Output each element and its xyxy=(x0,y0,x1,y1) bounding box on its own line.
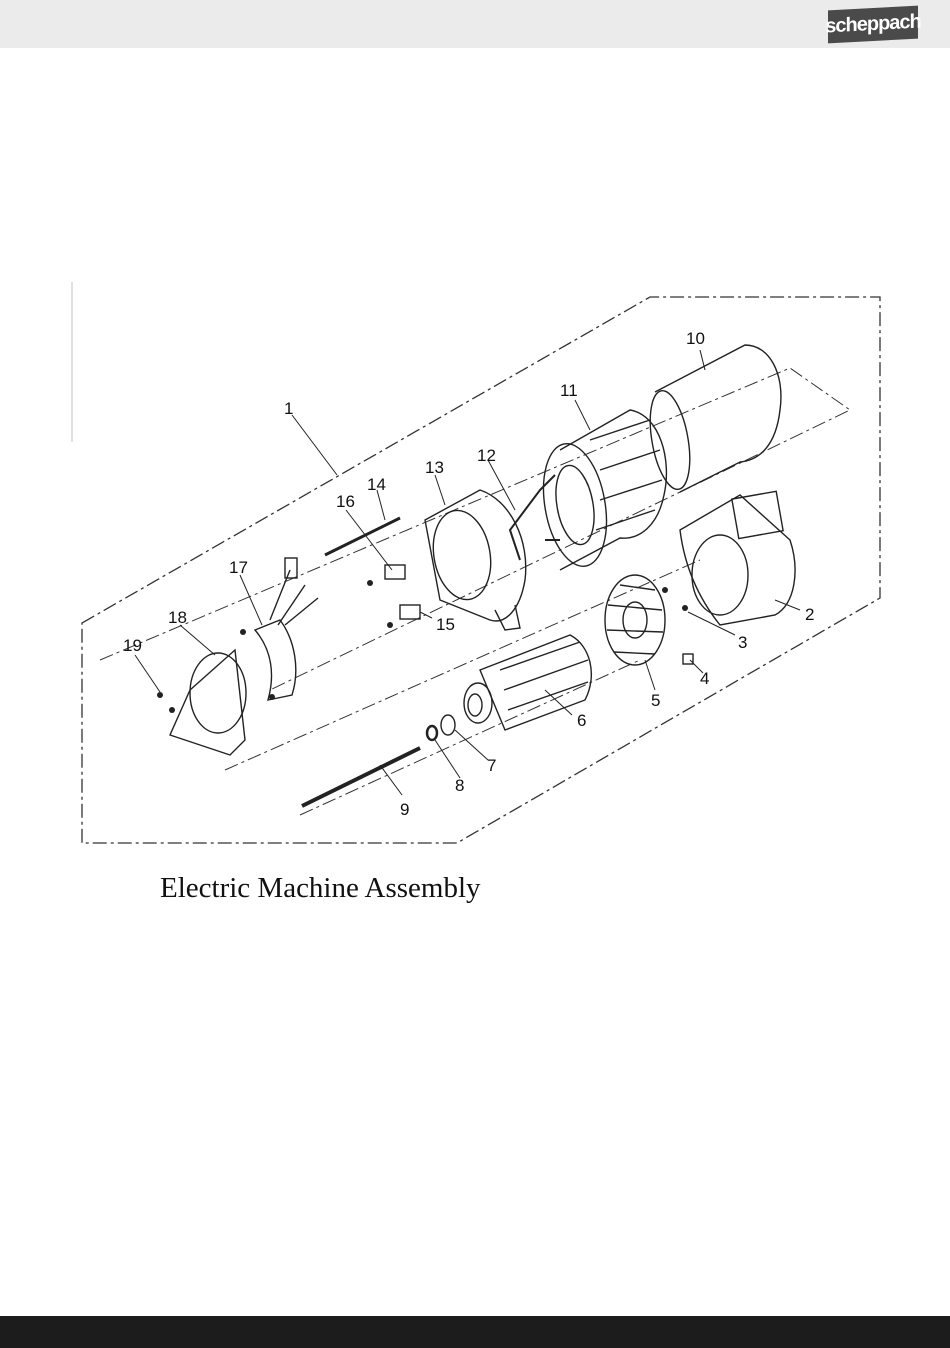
callout-17: 17 xyxy=(229,558,248,577)
callout-16: 16 xyxy=(336,492,355,511)
part-8-washer xyxy=(427,726,437,740)
callout-11: 11 xyxy=(560,381,578,400)
part-18-rear-cover xyxy=(170,650,246,755)
part-2-fan-housing xyxy=(680,491,795,625)
callout-15: 15 xyxy=(436,615,455,634)
diagram-caption: Electric Machine Assembly xyxy=(160,872,481,905)
callout-5: 5 xyxy=(651,691,660,710)
part-15-holder xyxy=(400,605,420,619)
callout-7: 7 xyxy=(487,756,496,775)
callout-3: 3 xyxy=(738,633,747,652)
callout-12: 12 xyxy=(477,446,496,465)
callout-1: 1 xyxy=(284,399,293,418)
callout-9: 9 xyxy=(400,800,409,819)
callout-18: 18 xyxy=(168,608,187,627)
part-12-wiring xyxy=(510,475,560,560)
part-17-regulator xyxy=(255,558,318,700)
part-16-holder xyxy=(385,565,405,579)
part-4-bolt xyxy=(683,654,693,664)
part-6-rotor xyxy=(464,635,591,730)
part-7-ring xyxy=(441,715,455,735)
callout-2: 2 xyxy=(805,605,814,624)
part-13-end-bracket xyxy=(425,490,526,630)
part-5-fan xyxy=(605,575,665,665)
callout-14: 14 xyxy=(367,475,386,494)
callout-13: 13 xyxy=(425,458,444,477)
assembly-boundary xyxy=(82,297,880,843)
callout-10: 10 xyxy=(686,329,705,348)
callout-6: 6 xyxy=(577,711,586,730)
part-10-cover xyxy=(644,345,781,492)
callout-4: 4 xyxy=(700,669,709,688)
page-footer-bar xyxy=(0,1316,950,1348)
callout-19: 19 xyxy=(123,636,142,655)
part-9-through-bolt xyxy=(302,748,420,806)
part-11-stator xyxy=(535,410,667,571)
callout-8: 8 xyxy=(455,776,464,795)
